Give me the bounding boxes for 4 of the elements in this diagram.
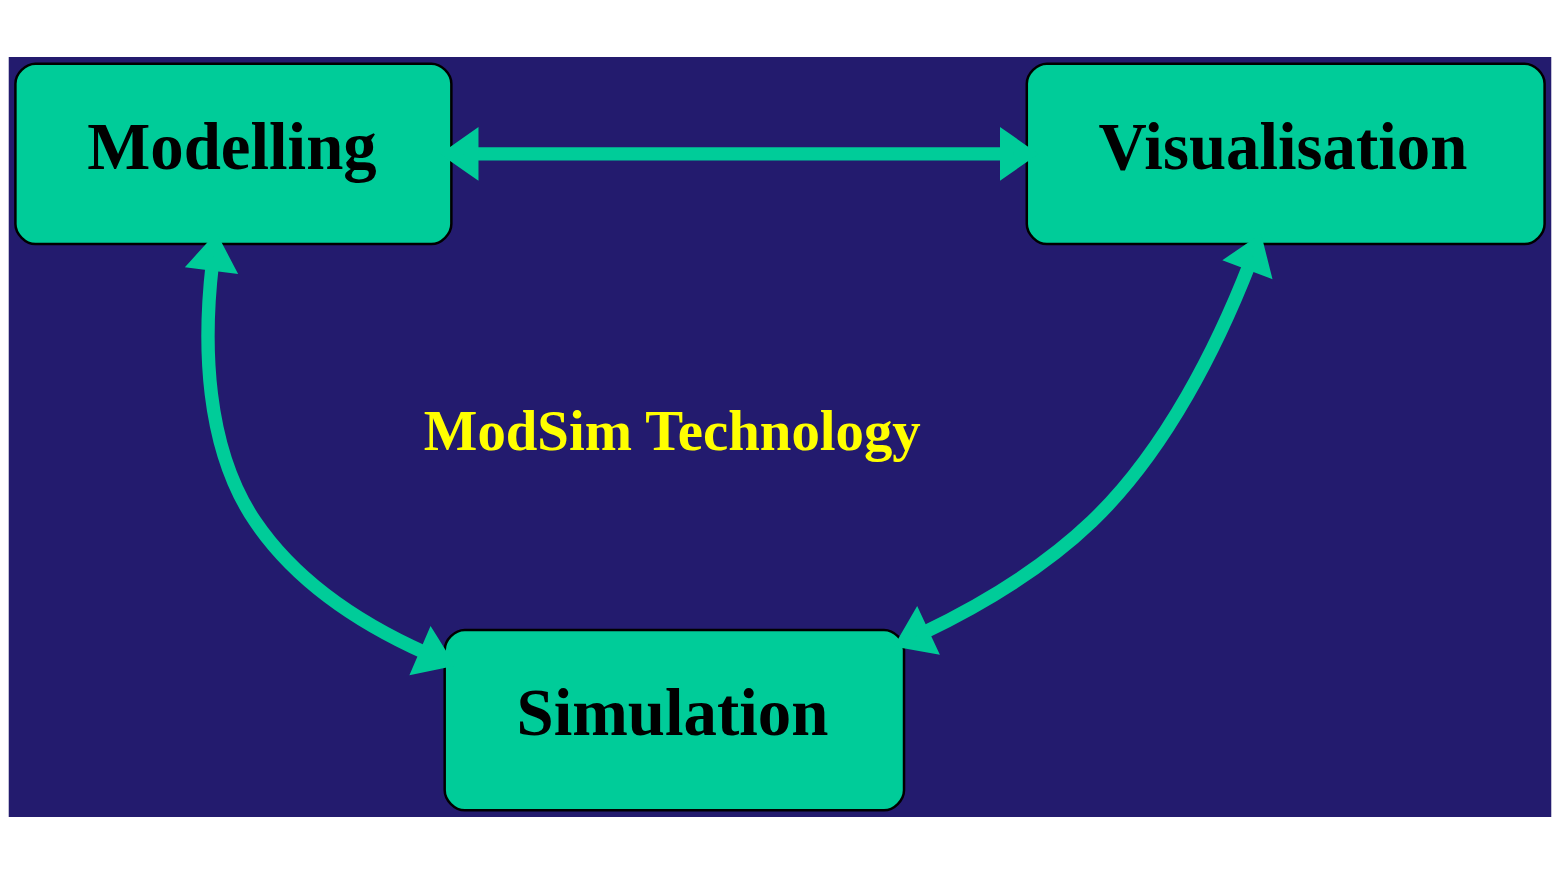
label: ModSim Technology: [423, 398, 921, 462]
node-box: Modelling: [14, 62, 453, 246]
node-box: Visualisation: [1025, 62, 1546, 246]
node-box: Simulation: [443, 628, 906, 812]
